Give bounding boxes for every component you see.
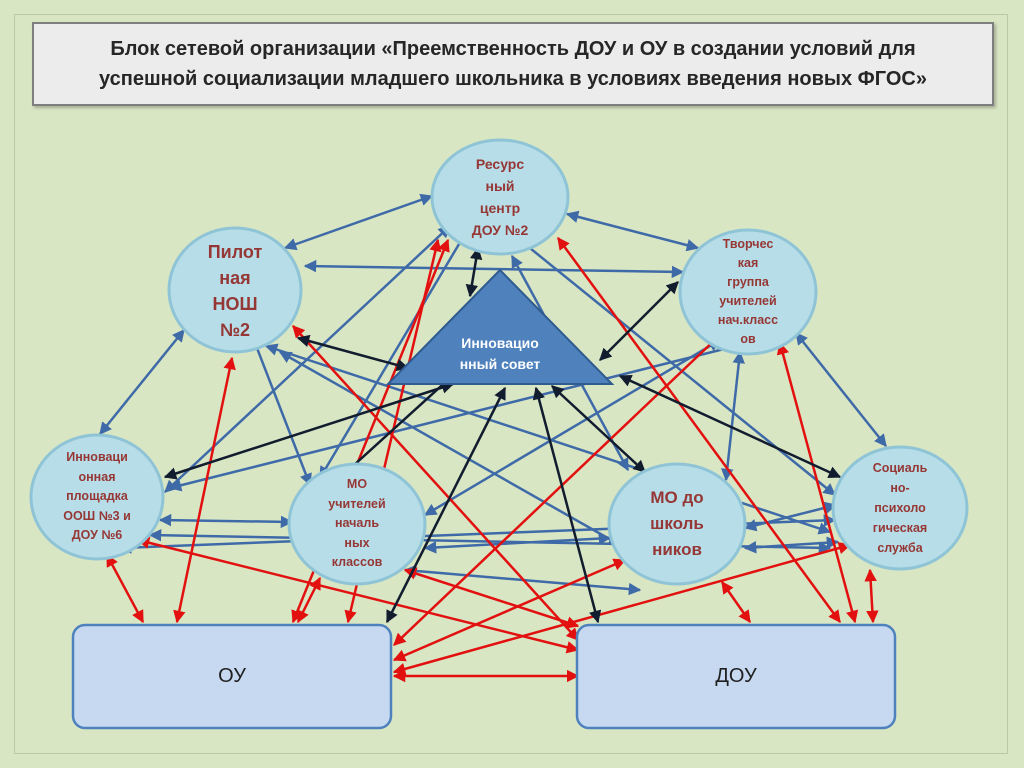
connector-arrow: [158, 513, 294, 529]
pilot-school-node: [167, 226, 303, 354]
connector-arrow: [795, 332, 887, 447]
connector-arrow: [283, 193, 434, 251]
innovation-site-node: [29, 433, 165, 561]
connector-arrow: [296, 334, 410, 372]
ou-label: ОУ: [218, 665, 246, 687]
connector-arrow: [720, 580, 752, 624]
creative-group-node: [678, 228, 818, 356]
connector-arrow: [565, 210, 700, 252]
connector-arrow: [532, 386, 602, 624]
connector-arrow: [303, 259, 685, 279]
black-connections: [163, 246, 842, 624]
title-line-2: успешной социализации младшего школьника…: [99, 68, 927, 90]
dou-box: [575, 623, 897, 730]
slide-frame: [14, 14, 1008, 754]
connector-arrow: [864, 568, 879, 624]
dou-label: ДОУ: [715, 665, 757, 687]
connector-arrow: [599, 281, 679, 361]
connector-arrow: [551, 385, 646, 473]
connector-arrow: [105, 553, 145, 624]
connector-arrow: [99, 329, 185, 435]
resource-center-node: [430, 138, 570, 256]
title-line-1: Блок сетевой организации «Преемственност…: [110, 38, 916, 60]
innovation-council-node: [385, 268, 615, 385]
mo-preschool-node: [607, 462, 747, 586]
connector-arrow: [465, 246, 483, 298]
ou-box: [71, 623, 393, 730]
connector-arrow: [173, 356, 236, 624]
social-psych-service-node: [831, 445, 969, 571]
mo-primary-teachers-node: [287, 462, 427, 586]
connector-arrow: [392, 541, 852, 676]
connector-arrow: [618, 374, 842, 479]
connector-arrow: [296, 576, 322, 624]
connector-arrow: [385, 386, 507, 624]
slide-title: Блок сетевой организации «Преемственност…: [32, 22, 994, 106]
connector-arrow: [163, 381, 455, 480]
